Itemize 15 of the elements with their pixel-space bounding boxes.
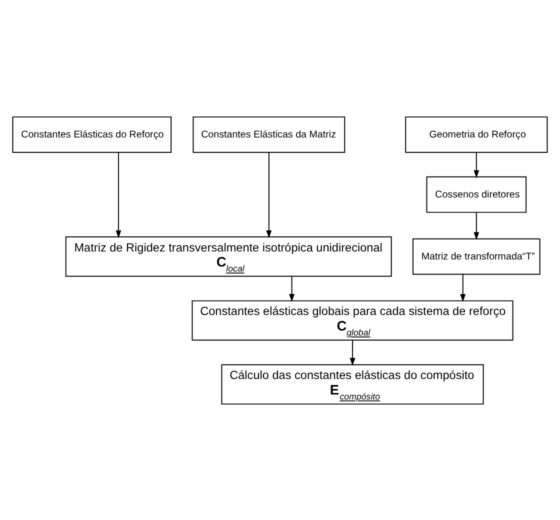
arrow <box>460 273 466 302</box>
arrow <box>474 212 480 240</box>
node-box: Matriz de Rigidez transversalmente isotrópica unidirecional C$_{local}$ <box>65 236 392 276</box>
node-box: Cálculo das constantes elásticas do compósito E$_{compósito}$ <box>221 364 484 404</box>
node-box: Cossenos diretores <box>426 176 527 212</box>
node-box: Geometria do Reforço <box>405 116 548 152</box>
arrow <box>474 152 480 178</box>
arrow <box>116 151 122 238</box>
node-box: Matriz de transformada“T” <box>412 238 540 274</box>
node-box: Constantes Elásticas do Reforço <box>12 116 172 152</box>
node-box: Constantes Elásticas da Matriz <box>192 116 346 152</box>
arrow <box>266 151 272 238</box>
arrow <box>289 275 295 302</box>
node-box: Constantes elásticas globais para cada sistema de reforço C$_{global}$ <box>192 300 514 340</box>
arrow <box>350 339 356 366</box>
